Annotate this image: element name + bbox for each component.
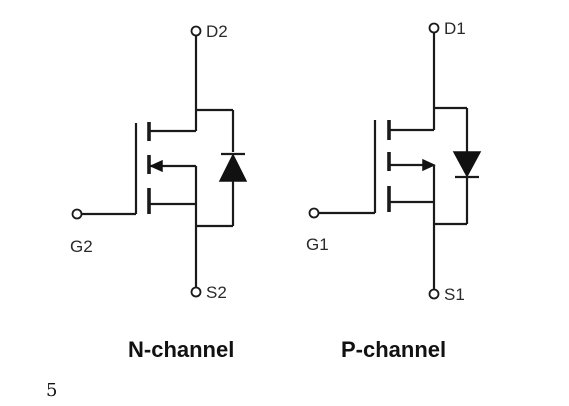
n-channel-caption: N-channel [128, 337, 234, 362]
drain-terminal-icon [190, 25, 202, 37]
n-channel-gate-label: G2 [70, 237, 93, 256]
n-channel-source-label: S2 [206, 283, 227, 302]
body-diode-icon [218, 153, 248, 182]
drain-terminal-icon [428, 22, 440, 34]
source-terminal-icon [190, 286, 202, 298]
page-number: 5 [46, 380, 57, 401]
body-diode-icon [452, 151, 482, 178]
p-channel-caption: P-channel [341, 337, 446, 362]
n-channel-drain-label: D2 [206, 22, 228, 41]
gate-terminal-icon [71, 208, 83, 220]
channel-arrow-icon [422, 158, 436, 172]
channel-arrow-icon [149, 159, 163, 173]
p-channel-gate-label: G1 [306, 235, 329, 254]
p-channel-mosfet-symbol [308, 22, 482, 300]
n-channel-mosfet-symbol [71, 25, 248, 298]
p-channel-source-label: S1 [444, 285, 465, 304]
p-channel-drain-label: D1 [444, 19, 466, 38]
source-terminal-icon [428, 288, 440, 300]
gate-terminal-icon [308, 207, 320, 219]
